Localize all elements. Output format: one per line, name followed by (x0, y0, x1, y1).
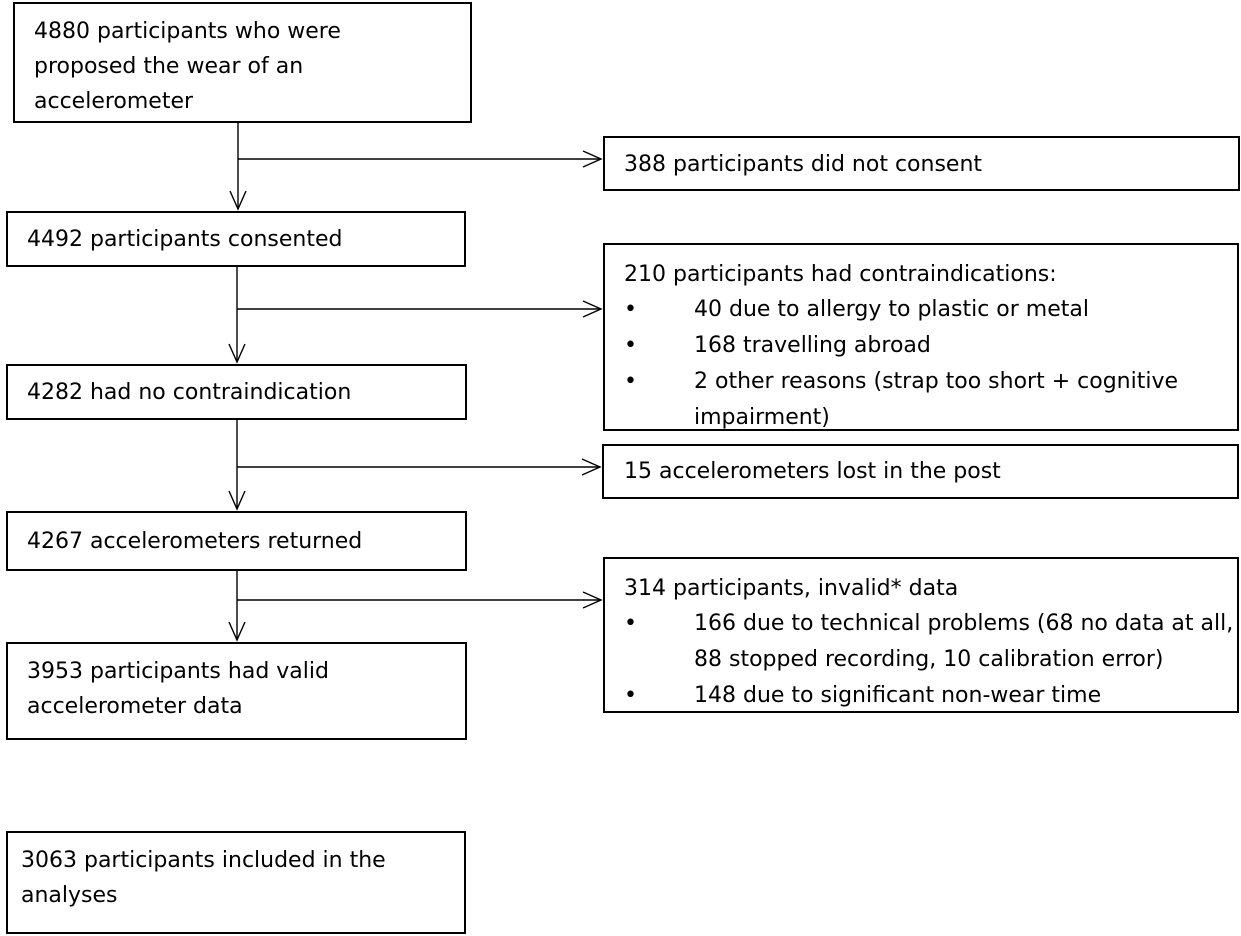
list-item: • 148 due to significant non-wear time (624, 678, 1237, 714)
list-item-text: 2 other reasons (strap too short + cogni… (694, 369, 1179, 394)
bullet-icon: • (624, 297, 637, 322)
box-no-contraindication: 4282 had no contraindication (6, 364, 467, 420)
box-text: 388 participants did not consent (624, 152, 983, 177)
invalid-data-list: • 166 due to technical problems (68 no d… (624, 606, 1237, 714)
bullet-icon: • (624, 683, 637, 708)
list-item-text: impairment) (694, 405, 830, 430)
box-accelerometers-returned: 4267 accelerometers returned (6, 511, 467, 571)
list-item-text: 168 travelling abroad (694, 333, 931, 358)
contraindications-list: • 40 due to allergy to plastic or metal … (624, 292, 1237, 436)
list-item-text: 148 due to significant non-wear time (694, 683, 1102, 708)
bullet-icon: • (624, 611, 637, 636)
box-text-line: analyses (21, 883, 118, 908)
box-participants-consented: 4492 participants consented (6, 211, 466, 267)
box-text: 4282 had no contraindication (27, 380, 352, 405)
box-text: 4492 participants consented (27, 227, 343, 252)
box-text-line: proposed the wear of an (34, 54, 304, 79)
bullet-icon: • (624, 333, 637, 358)
list-item-text: 40 due to allergy to plastic or metal (694, 297, 1089, 322)
box-text-line: 4880 participants who were (34, 19, 341, 44)
list-item-text: 166 due to technical problems (68 no dat… (694, 611, 1234, 636)
box-text-line: accelerometer (34, 89, 194, 114)
box-text-line: 3063 participants included in the (21, 848, 386, 873)
box-contraindications: 210 participants had contraindications: … (603, 243, 1239, 431)
list-item: • 2 other reasons (strap too short + cog… (624, 364, 1237, 436)
box-invalid-data: 314 participants, invalid* data • 166 du… (603, 557, 1239, 713)
box-text: 15 accelerometers lost in the post (624, 459, 1001, 484)
list-item: • 168 travelling abroad (624, 328, 1237, 364)
box-included-in-analyses: 3063 participants included in the analys… (6, 831, 466, 934)
list-item: • 40 due to allergy to plastic or metal (624, 292, 1237, 328)
list-item-text: 88 stopped recording, 10 calibration err… (694, 647, 1164, 672)
list-item: • 166 due to technical problems (68 no d… (624, 606, 1237, 678)
box-valid-data: 3953 participants had valid acceleromete… (6, 642, 467, 740)
box-heading: 210 participants had contraindications: (624, 262, 1057, 287)
bullet-icon: • (624, 369, 637, 394)
box-heading: 314 participants, invalid* data (624, 576, 959, 601)
box-participants-proposed: 4880 participants who were proposed the … (13, 2, 472, 123)
box-did-not-consent: 388 participants did not consent (603, 136, 1240, 191)
box-text: 4267 accelerometers returned (27, 529, 363, 554)
box-lost-in-post: 15 accelerometers lost in the post (602, 444, 1239, 499)
box-text-line: accelerometer data (27, 694, 243, 719)
box-text-line: 3953 participants had valid (27, 659, 329, 684)
